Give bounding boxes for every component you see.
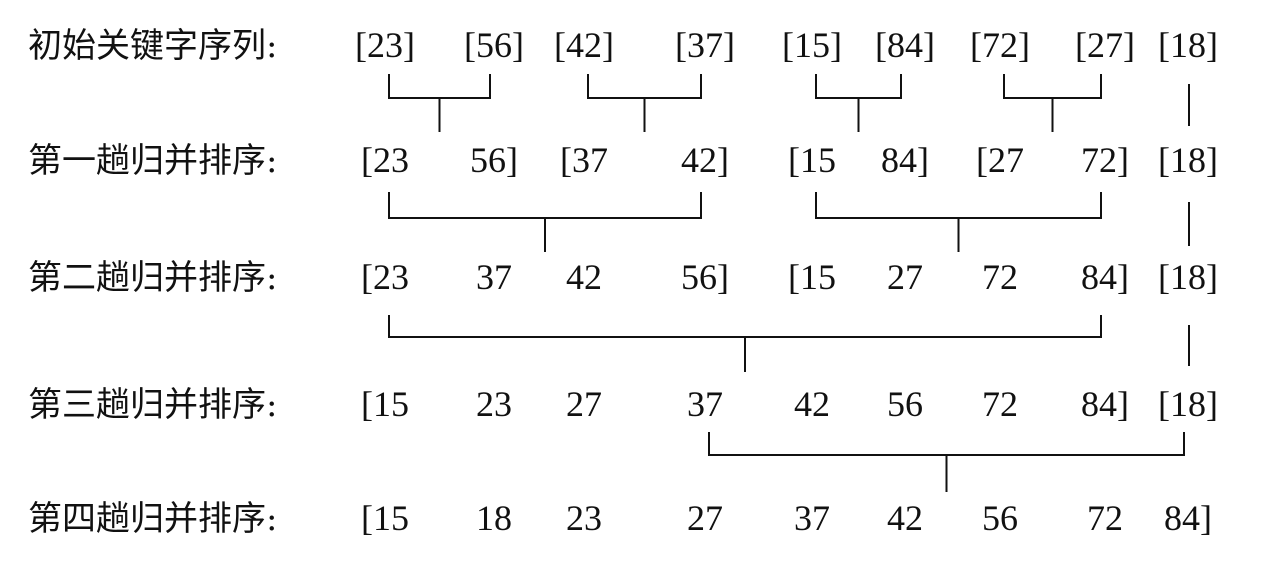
cell-r4-c1: 18 (476, 498, 512, 538)
row-labels: 初始关键字序列: 第一趟归并排序: 第二趟归并排序: 第三趟归并排序: 第四趟归并排序: (28, 26, 277, 539)
cell-r2-c5: 27 (887, 257, 923, 297)
cell-r1-c2: [37 (560, 140, 608, 180)
merge-brackets (388, 74, 1190, 492)
cell-r1-c0: [23 (361, 140, 409, 180)
cell-r0-c2: [42] (554, 25, 614, 65)
cell-r0-c3: [37] (675, 25, 735, 65)
cell-r3-c3: 37 (687, 384, 723, 424)
cell-r4-c0: [15 (361, 498, 409, 538)
cell-r1-c4: [15 (788, 140, 836, 180)
cell-r3-c8: [18] (1158, 384, 1218, 424)
cell-r0-c5: [84] (875, 25, 935, 65)
cell-r2-c6: 72 (982, 257, 1018, 297)
merge-bracket-s3-g0 (708, 432, 1185, 492)
cell-r3-c6: 72 (982, 384, 1018, 424)
cell-r0-c7: [27] (1075, 25, 1135, 65)
cell-r4-c7: 72 (1087, 498, 1123, 538)
row-label-0: 初始关键字序列: (28, 26, 277, 66)
cell-r3-c1: 23 (476, 384, 512, 424)
cell-r2-c4: [15 (788, 257, 836, 297)
cell-r2-c3: 56] (681, 257, 729, 297)
cell-r1-c3: 42] (681, 140, 729, 180)
merge-bracket-s2-g0 (388, 315, 1102, 372)
merge-bracket-s1-g0 (388, 192, 702, 252)
row-label-1: 第一趟归并排序: (28, 141, 277, 181)
merge-bracket-s0-g3 (1003, 74, 1102, 132)
cell-r4-c5: 42 (887, 498, 923, 538)
cell-r0-c8: [18] (1158, 25, 1218, 65)
row-label-4: 第四趟归并排序: (28, 499, 277, 539)
cell-r4-c6: 56 (982, 498, 1018, 538)
cell-r3-c2: 27 (566, 384, 602, 424)
cell-r3-c4: 42 (794, 384, 830, 424)
cell-r4-c4: 37 (794, 498, 830, 538)
cell-r4-c3: 27 (687, 498, 723, 538)
cell-r1-c8: [18] (1158, 140, 1218, 180)
cell-r4-c2: 23 (566, 498, 602, 538)
cell-r4-c8: 84] (1164, 498, 1212, 538)
cell-r1-c1: 56] (470, 140, 518, 180)
row-label-2: 第二趟归并排序: (28, 258, 277, 298)
row-label-3: 第三趟归并排序: (28, 385, 277, 425)
cell-r3-c0: [15 (361, 384, 409, 424)
cell-r2-c7: 84] (1081, 257, 1129, 297)
cell-r0-c4: [15] (782, 25, 842, 65)
cell-r2-c2: 42 (566, 257, 602, 297)
merge-bracket-s1-g1 (815, 192, 1102, 252)
cell-r0-c1: [56] (464, 25, 524, 65)
cell-r2-c8: [18] (1158, 257, 1218, 297)
cell-r3-c5: 56 (887, 384, 923, 424)
cell-r1-c5: 84] (881, 140, 929, 180)
cell-r2-c0: [23 (361, 257, 409, 297)
cell-r1-c6: [27 (976, 140, 1024, 180)
cell-r2-c1: 37 (476, 257, 512, 297)
cell-r0-c6: [72] (970, 25, 1030, 65)
cell-r3-c7: 84] (1081, 384, 1129, 424)
row-cells: [23] [56] [42] [37] [15] [84] [72] [27] [18] [23 5… (355, 25, 1218, 538)
cell-r0-c0: [23] (355, 25, 415, 65)
merge-bracket-s0-g1 (587, 74, 702, 132)
cell-r1-c7: 72] (1081, 140, 1129, 180)
merge-bracket-s0-g0 (388, 74, 491, 132)
merge-bracket-s0-g2 (815, 74, 902, 132)
